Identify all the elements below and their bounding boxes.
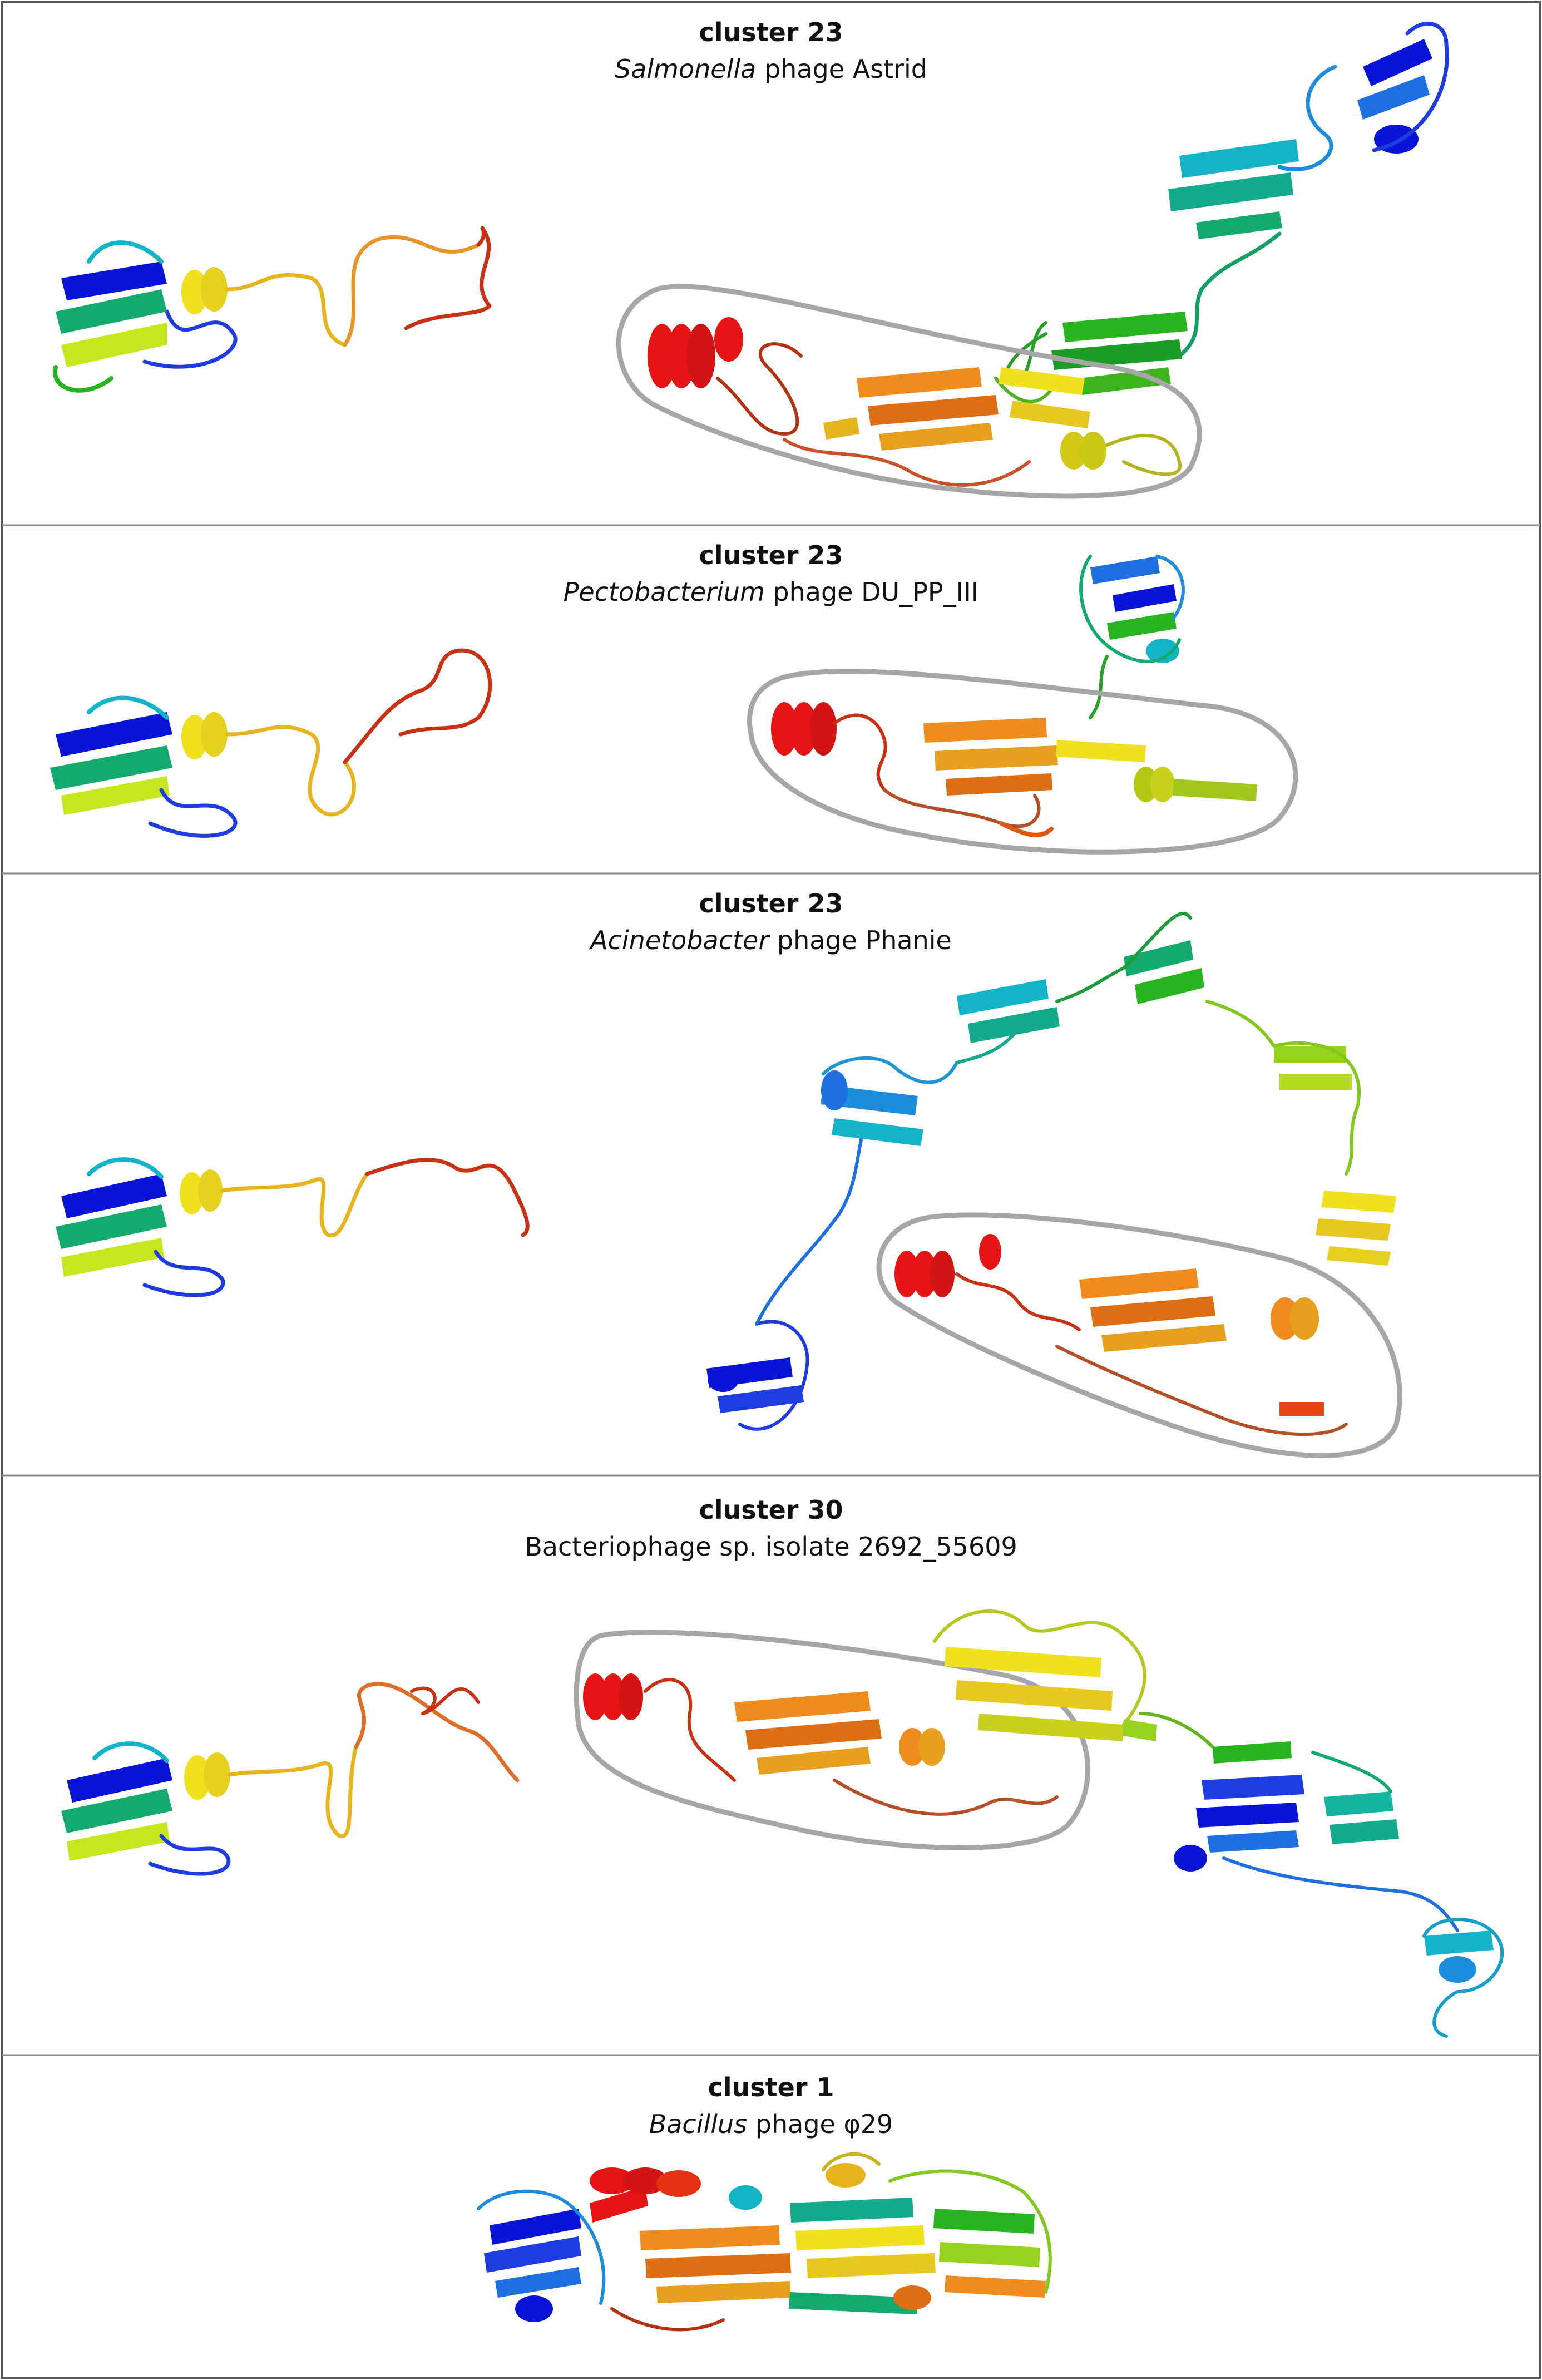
structure-short-variant (52, 226, 492, 393)
structure-full-length (747, 555, 1298, 855)
panel-2: cluster 23 Pectobacterium phage DU_PP_II… (50, 540, 1298, 855)
panel-3: cluster 23 Acinetobacter phage Phanie (56, 888, 1402, 1458)
panel-1: cluster 23 Salmonella phage Astrid (52, 17, 1449, 499)
structure-full-length (574, 1609, 1504, 2038)
structure-full-length (706, 912, 1402, 1458)
panel-organism: Bacillus phage φ29 (649, 2109, 893, 2139)
panel-title: cluster 23 (699, 540, 843, 570)
structure-short-variant (61, 1682, 520, 1876)
panel-5: cluster 1 Bacillus phage φ29 (477, 2072, 1052, 2332)
panel-organism: Bacteriophage sp. isolate 2692_55609 (525, 1532, 1017, 1562)
domain-outline (747, 669, 1298, 855)
domain-outline (876, 1212, 1402, 1458)
panel-organism: Acinetobacter phage Phanie (589, 925, 952, 955)
panel-title: cluster 30 (699, 1495, 843, 1525)
domain-outline (574, 1630, 1091, 1850)
panel-title: cluster 1 (708, 2072, 834, 2102)
structure-short-variant (56, 1157, 530, 1297)
domain-outline (616, 284, 1202, 499)
panel-4: cluster 30 Bacteriophage sp. isolate 269… (61, 1495, 1504, 2038)
structure-full-length (616, 22, 1449, 499)
panel-title: cluster 23 (699, 17, 843, 47)
structure-short-variant (50, 648, 492, 838)
panel-organism: Pectobacterium phage DU_PP_III (564, 577, 979, 607)
panel-title: cluster 23 (699, 888, 843, 919)
structure-compact (477, 2152, 1052, 2332)
panel-organism: Salmonella phage Astrid (615, 54, 927, 84)
